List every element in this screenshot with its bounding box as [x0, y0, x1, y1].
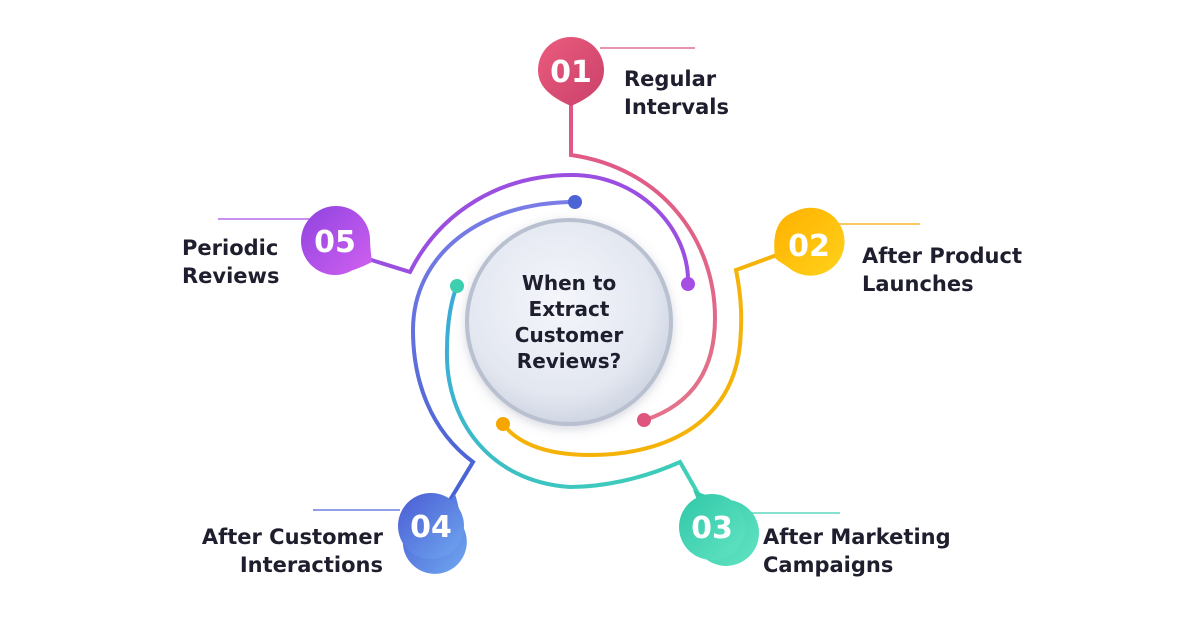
step-05-label-line-1: Periodic	[182, 236, 279, 260]
marker-03-number: 03	[691, 511, 733, 546]
center-title-line-1: When to	[521, 271, 617, 295]
marker-05-number: 05	[314, 225, 356, 260]
marker-04-number: 04	[410, 510, 452, 545]
connector-arc-03	[444, 284, 702, 499]
step-02-label-line-1: After Product	[862, 244, 1022, 268]
step-01-label-line-2: Intervals	[624, 95, 729, 119]
step-01-label-line-1: Regular	[624, 67, 717, 91]
connector-arc-05	[363, 172, 691, 286]
step-04-label-line-1: After Customer	[201, 525, 383, 549]
step-05-label-line-2: Reviews	[182, 264, 280, 288]
marker-03: 03	[679, 490, 760, 566]
center-title-line-2: Extract	[528, 297, 610, 321]
step-04-label: After Customer Interactions	[180, 523, 383, 579]
marker-01-number: 01	[550, 55, 592, 90]
connector-dot-05	[681, 277, 695, 291]
step-02-label-line-2: Launches	[862, 272, 974, 296]
center-circle	[465, 218, 673, 426]
step-01-label: Regular Intervals	[624, 65, 729, 121]
center-title-line-3: Customer	[514, 323, 624, 347]
connector-arc-01	[569, 98, 718, 422]
connector-dot-01	[637, 413, 651, 427]
connector-dot-03	[450, 279, 464, 293]
connector-dot-04	[568, 195, 582, 209]
center-title-line-4: Reviews?	[516, 349, 622, 373]
connector-arc-02	[501, 250, 787, 458]
marker-05: 05	[301, 206, 372, 275]
marker-04: 04	[398, 493, 467, 574]
connector-arc-04	[410, 200, 577, 502]
marker-02-number: 02	[788, 229, 830, 264]
marker-02: 02	[774, 207, 845, 276]
connector-dot-02	[496, 417, 510, 431]
step-03-label-line-2: Campaigns	[763, 553, 894, 577]
step-03-label: After Marketing Campaigns	[763, 523, 951, 579]
step-03-label-line-1: After Marketing	[763, 525, 951, 549]
center-title: When to Extract Customer Reviews?	[469, 270, 669, 374]
marker-01: 01	[538, 37, 604, 106]
step-02-label: After Product Launches	[862, 242, 1022, 298]
step-04-label-line-2: Interactions	[239, 553, 383, 577]
step-05-label: Periodic Reviews	[182, 234, 279, 290]
